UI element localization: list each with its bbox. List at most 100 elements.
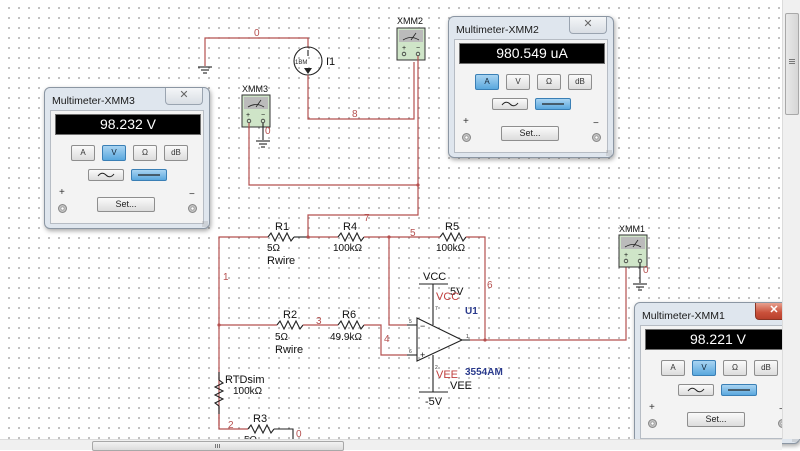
resistor-r4-value: 100kΩ bbox=[333, 243, 363, 254]
multimeter-window-xmm3[interactable]: Multimeter-XMM3 ✕ 98.232 V A V Ω dB Set.… bbox=[44, 87, 210, 229]
opamp-ref: U1 bbox=[465, 306, 478, 317]
reading-display: 98.232 V bbox=[55, 114, 201, 135]
mode-decibel-button[interactable]: dB bbox=[754, 360, 778, 376]
multimeter-symbol-xmm2[interactable]: + − bbox=[396, 27, 426, 61]
mode-decibel-button[interactable]: dB bbox=[568, 74, 592, 90]
plus-terminal[interactable] bbox=[58, 204, 67, 213]
xmm3-plus-label: + bbox=[246, 112, 250, 119]
mode-ammeter-button[interactable]: A bbox=[661, 360, 685, 376]
wire-node-8[interactable] bbox=[307, 62, 415, 120]
dc-line-icon bbox=[138, 174, 160, 176]
multimeter-symbol-xmm3[interactable]: + − bbox=[241, 94, 271, 128]
mode-ohmmeter-button[interactable]: Ω bbox=[723, 360, 747, 376]
plus-terminal-label: + bbox=[463, 116, 469, 127]
wire-node-7[interactable] bbox=[307, 56, 419, 237]
resize-grip[interactable] bbox=[202, 221, 208, 227]
resistor-r1-value: 5Ω bbox=[267, 243, 281, 254]
opamp-noninv-sign: + bbox=[420, 350, 425, 360]
wire-node-5[interactable] bbox=[388, 237, 407, 326]
horizontal-scrollbar-thumb[interactable] bbox=[92, 441, 344, 451]
opamp-pin-inv: 5 bbox=[409, 319, 412, 325]
mode-voltmeter-button[interactable]: V bbox=[102, 145, 126, 161]
resistor-r6[interactable] bbox=[337, 319, 365, 331]
opamp-part: 3554AM bbox=[465, 367, 503, 378]
xmm3-minus-label: − bbox=[261, 112, 265, 119]
mode-decibel-button[interactable]: dB bbox=[164, 145, 188, 161]
wire-xmm3-plus[interactable] bbox=[248, 123, 418, 186]
node-label-0-bottom: 0 bbox=[296, 429, 302, 439]
multimeter-panel: 98.232 V A V Ω dB Set... + − bbox=[50, 110, 204, 224]
vertical-scrollbar-thumb[interactable] bbox=[785, 13, 799, 115]
dc-button[interactable] bbox=[535, 98, 571, 110]
resistor-r2-value: 5Ω bbox=[275, 332, 289, 343]
opamp-pin-vee: 2 bbox=[435, 365, 438, 371]
multimeter-symbol-xmm1[interactable]: + − bbox=[618, 234, 648, 268]
dc-button[interactable] bbox=[721, 384, 757, 396]
minus-terminal-label: − bbox=[593, 118, 599, 129]
mode-ohmmeter-button[interactable]: Ω bbox=[133, 145, 157, 161]
resistor-r2-model: Rwire bbox=[275, 344, 303, 356]
multimeter-window-xmm1[interactable]: Multimeter-XMM1 ✕ 98.221 V A V Ω dB Set.… bbox=[634, 302, 800, 444]
node-label-0-xmm3: 0 bbox=[265, 126, 271, 137]
plus-terminal-label: + bbox=[59, 187, 65, 198]
ac-button[interactable] bbox=[492, 98, 528, 110]
mode-buttons: A V Ω dB bbox=[455, 74, 607, 98]
resistor-r3[interactable] bbox=[247, 423, 275, 435]
resistor-r2[interactable] bbox=[276, 319, 304, 331]
schematic-canvas[interactable]: 0 1BM I1 8 + − XMM2 7 + − XMM3 0 bbox=[0, 0, 782, 439]
wire-output[interactable] bbox=[470, 264, 627, 341]
node-label-2: 2 bbox=[228, 420, 234, 431]
resistor-r1[interactable] bbox=[267, 231, 295, 243]
multimeter-panel: 980.549 uA A V Ω dB Set... + − bbox=[454, 39, 608, 153]
mode-voltmeter-button[interactable]: V bbox=[506, 74, 530, 90]
opamp-u1[interactable]: − + 5 6 1 7 2 bbox=[407, 284, 470, 392]
close-button[interactable]: ✕ bbox=[569, 17, 607, 34]
close-icon: ✕ bbox=[179, 89, 189, 101]
mode-ammeter-button[interactable]: A bbox=[475, 74, 499, 90]
mode-buttons: A V Ω dB bbox=[51, 145, 203, 169]
wire-node-0-top[interactable] bbox=[204, 37, 309, 66]
resistor-r4[interactable] bbox=[337, 231, 365, 243]
resistor-r5[interactable] bbox=[439, 231, 467, 243]
resize-grip[interactable] bbox=[606, 150, 612, 156]
vertical-scrollbar[interactable] bbox=[782, 0, 800, 439]
plus-terminal[interactable] bbox=[462, 133, 471, 142]
set-button[interactable]: Set... bbox=[501, 126, 559, 141]
node-label-3: 3 bbox=[316, 316, 322, 327]
resistor-r3-value: 5Ω bbox=[244, 435, 258, 439]
wire-node-1[interactable] bbox=[218, 236, 268, 426]
resistor-r5-ref: R5 bbox=[445, 221, 459, 233]
schematic-diagram: 0 1BM I1 8 + − XMM2 7 + − XMM3 0 bbox=[198, 16, 649, 439]
opamp-pin-out: 1 bbox=[466, 334, 469, 340]
resistor-r2-ref: R2 bbox=[283, 309, 297, 321]
resize-grip[interactable] bbox=[792, 436, 798, 442]
ac-button[interactable] bbox=[678, 384, 714, 396]
set-button[interactable]: Set... bbox=[687, 412, 745, 427]
node-label-8: 8 bbox=[352, 109, 358, 120]
mode-ammeter-button[interactable]: A bbox=[71, 145, 95, 161]
resistor-r3-ref: R3 bbox=[253, 413, 267, 425]
mode-buttons: A V Ω dB bbox=[641, 360, 793, 384]
plus-terminal[interactable] bbox=[648, 419, 657, 428]
wire-node-4[interactable] bbox=[364, 324, 407, 356]
minus-terminal[interactable] bbox=[592, 133, 601, 142]
set-button[interactable]: Set... bbox=[97, 197, 155, 212]
resistor-rtdsim[interactable] bbox=[213, 372, 225, 414]
ac-button[interactable] bbox=[88, 169, 124, 181]
dc-button[interactable] bbox=[131, 169, 167, 181]
multimeter-window-xmm2[interactable]: Multimeter-XMM2 ✕ 980.549 uA A V Ω dB Se… bbox=[448, 16, 614, 158]
minus-terminal[interactable] bbox=[188, 204, 197, 213]
node-label-0-xmm1: 0 bbox=[643, 265, 649, 276]
current-source-i1[interactable]: 1BM bbox=[293, 46, 323, 76]
grip-icon bbox=[215, 444, 216, 448]
close-button[interactable]: ✕ bbox=[165, 88, 203, 105]
window-title: Multimeter-XMM2 bbox=[456, 24, 539, 36]
mode-voltmeter-button[interactable]: V bbox=[692, 360, 716, 376]
xmm2-minus-label: − bbox=[416, 45, 420, 52]
ground-symbol-top bbox=[198, 66, 212, 74]
close-icon: ✕ bbox=[769, 304, 779, 316]
plus-terminal-label: + bbox=[649, 402, 655, 413]
window-title: Multimeter-XMM3 bbox=[52, 95, 135, 107]
horizontal-scrollbar[interactable] bbox=[0, 439, 782, 451]
mode-ohmmeter-button[interactable]: Ω bbox=[537, 74, 561, 90]
